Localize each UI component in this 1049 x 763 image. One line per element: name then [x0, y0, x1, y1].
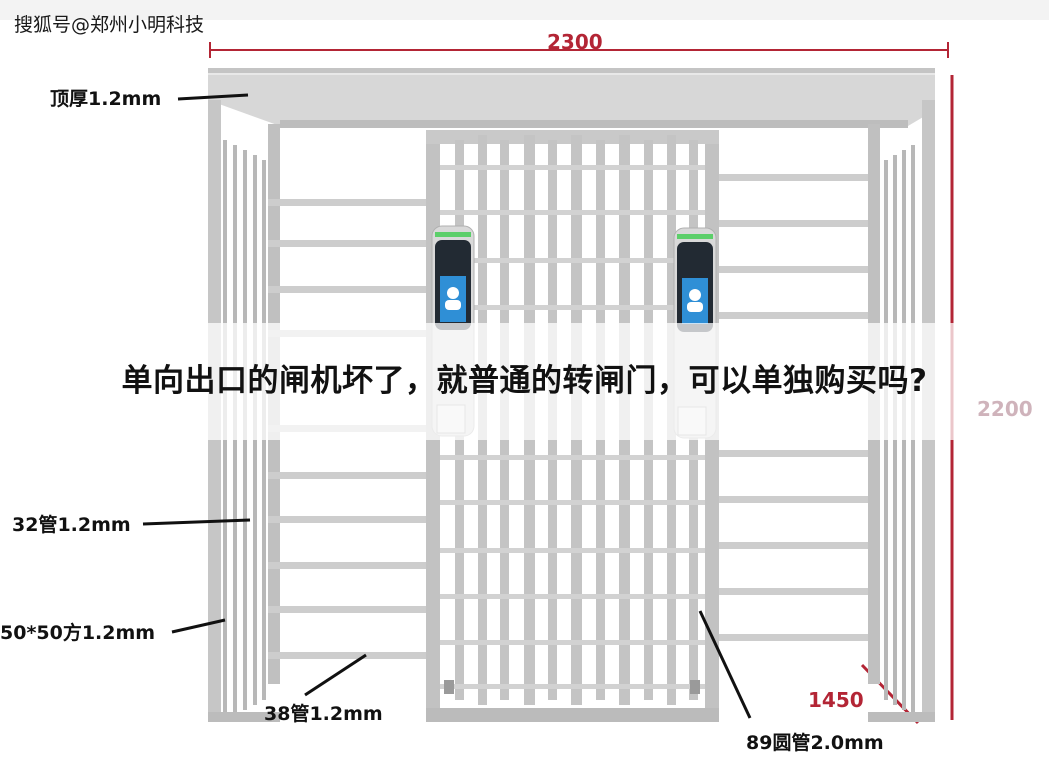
height-dimension-label: 2200: [977, 397, 1033, 421]
roof-thickness-label: 顶厚1.2mm: [50, 88, 162, 110]
headline-text: 单向出口的闸机坏了，就普通的转闸门，可以单独购买吗?: [121, 363, 928, 399]
depth-dimension-label: 1450: [808, 688, 864, 712]
watermark-text: 搜狐号@郑州小明科技: [14, 14, 205, 36]
right-horizontal-rails: [719, 174, 879, 641]
round-tube-89-label: 89圆管2.0mm: [746, 732, 884, 754]
tube-38-label: 38管1.2mm: [264, 703, 383, 725]
width-dimension-label: 2300: [547, 30, 603, 54]
width-dimension-line: [209, 42, 949, 58]
annotation-leader-lines: [142, 93, 752, 719]
headline-banner: [0, 323, 1049, 440]
tube-32-label: 32管1.2mm: [12, 514, 131, 536]
square-tube-label: 50*50方1.2mm: [0, 622, 156, 644]
roof-panel: [208, 68, 935, 128]
